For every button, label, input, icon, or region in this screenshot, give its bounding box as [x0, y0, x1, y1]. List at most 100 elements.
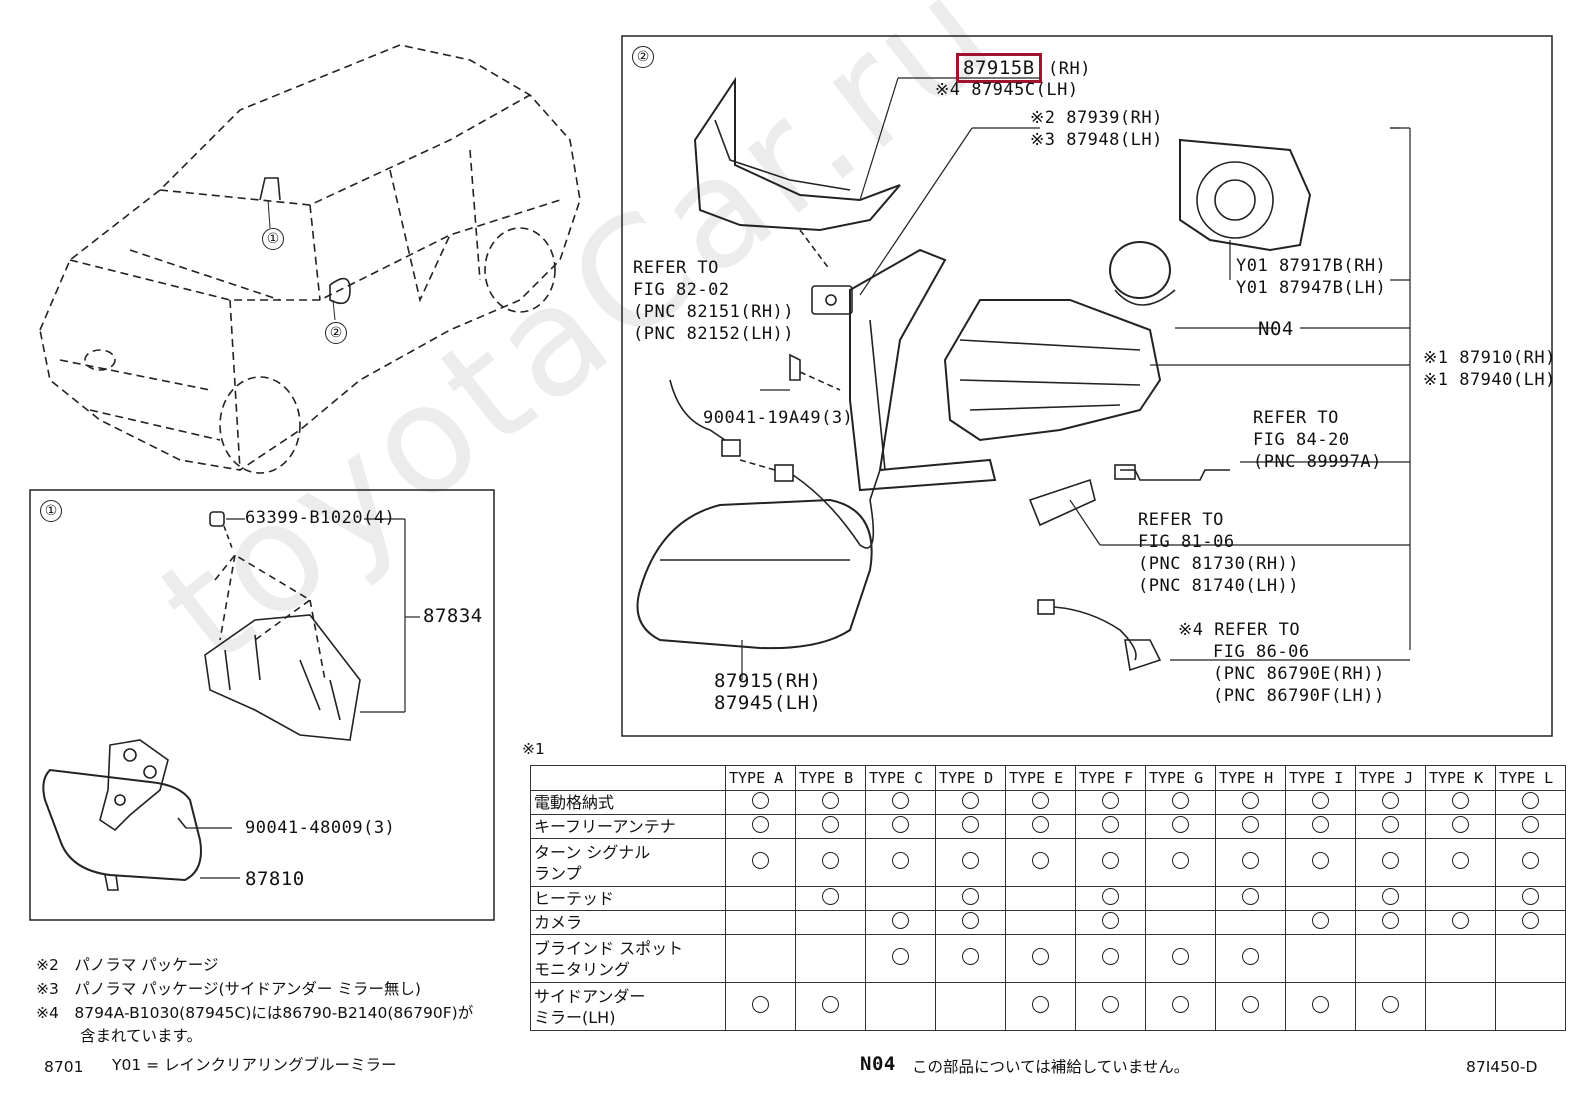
label-87810: 87810 [245, 868, 305, 890]
figure-number: 8701 [44, 1058, 84, 1076]
availability-cell [1495, 886, 1566, 911]
availability-cell [865, 886, 936, 911]
availability-cell [1495, 814, 1566, 839]
available-circle-icon [962, 888, 979, 905]
label-63399-b1020: 63399-B1020(4) [245, 508, 396, 528]
note-4-line2: 含まれています。 [80, 1027, 202, 1045]
availability-cell [725, 886, 796, 911]
availability-cell [725, 814, 796, 839]
available-circle-icon [1452, 792, 1469, 809]
available-circle-icon [1172, 852, 1189, 869]
availability-cell [1145, 814, 1216, 839]
feature-label: ブラインド スポット モニタリング [530, 934, 726, 983]
table-row: カメラ [530, 910, 1566, 935]
label-87915b-highlighted[interactable]: 87915B [956, 53, 1042, 83]
availability-cell [1005, 838, 1076, 887]
refer-82-line3: (PNC 82151(RH)) [633, 302, 795, 322]
availability-cell [1285, 814, 1356, 839]
availability-cell [1285, 934, 1356, 983]
column-type-b: TYPE B [795, 765, 866, 791]
availability-cell [935, 886, 1006, 911]
availability-cell [795, 934, 866, 983]
availability-cell [725, 982, 796, 1031]
availability-cell [795, 910, 866, 935]
available-circle-icon [1032, 996, 1049, 1013]
availability-cell [1495, 790, 1566, 815]
feature-label: 電動格納式 [530, 790, 726, 815]
available-circle-icon [962, 852, 979, 869]
availability-cell [795, 790, 866, 815]
available-circle-icon [1522, 912, 1539, 929]
label-87910: ※1 87910(RH) [1423, 348, 1556, 368]
availability-cell [865, 814, 936, 839]
availability-cell [1425, 886, 1496, 911]
availability-cell [1425, 814, 1496, 839]
column-type-j: TYPE J [1355, 765, 1426, 791]
availability-cell [725, 790, 796, 815]
available-circle-icon [752, 996, 769, 1013]
available-circle-icon [1172, 996, 1189, 1013]
label-87915-rh: 87915(RH) [714, 670, 822, 692]
availability-cell [1355, 982, 1426, 1031]
available-circle-icon [822, 792, 839, 809]
availability-cell [1075, 790, 1146, 815]
label-y01-87947b: Y01 87947B(LH) [1236, 278, 1387, 298]
availability-cell [795, 982, 866, 1031]
feature-label: キーフリーアンテナ [530, 814, 726, 839]
availability-cell [1495, 910, 1566, 935]
availability-cell [1355, 934, 1426, 983]
refer-82-line2: FIG 82-02 [633, 280, 730, 300]
availability-cell [935, 982, 1006, 1031]
availability-cell [1355, 790, 1426, 815]
available-circle-icon [1102, 996, 1119, 1013]
available-circle-icon [1382, 852, 1399, 869]
label-87834: 87834 [423, 605, 483, 627]
column-type-g: TYPE G [1145, 765, 1216, 791]
available-circle-icon [1172, 948, 1189, 965]
availability-cell [1285, 886, 1356, 911]
note-4-line1: ※4 8794A-B1030(87945C)には86790-B2140(8679… [36, 1004, 474, 1022]
refer-84-line2: FIG 84-20 [1253, 430, 1350, 450]
feature-label: サイドアンダー ミラー(LH) [530, 982, 726, 1031]
availability-cell [1355, 814, 1426, 839]
refer-81-line1: REFER TO [1138, 510, 1224, 530]
available-circle-icon [1242, 852, 1259, 869]
availability-cell [1145, 910, 1216, 935]
column-type-f: TYPE F [1075, 765, 1146, 791]
refer-86-line3: (PNC 86790E(RH)) [1213, 664, 1385, 684]
available-circle-icon [892, 792, 909, 809]
availability-cell [935, 910, 1006, 935]
availability-cell [1215, 934, 1286, 983]
label-87948: ※3 87948(LH) [1030, 130, 1163, 150]
available-circle-icon [1102, 852, 1119, 869]
availability-cell [935, 838, 1006, 887]
availability-cell [1075, 982, 1146, 1031]
panel2-callout: ② [632, 46, 654, 68]
availability-cell [1355, 910, 1426, 935]
availability-cell [1285, 838, 1356, 887]
available-circle-icon [1522, 852, 1539, 869]
label-n04: N04 [1258, 318, 1294, 340]
available-circle-icon [822, 852, 839, 869]
table-header-row: TYPE A TYPE B TYPE C TYPE D TYPE E TYPE … [530, 765, 1566, 791]
availability-cell [725, 838, 796, 887]
refer-81-line3: (PNC 81730(RH)) [1138, 554, 1300, 574]
available-circle-icon [1382, 996, 1399, 1013]
available-circle-icon [1312, 912, 1329, 929]
available-circle-icon [1032, 948, 1049, 965]
label-87939: ※2 87939(RH) [1030, 108, 1163, 128]
availability-cell [1145, 838, 1216, 887]
label-90041-48009: 90041-48009(3) [245, 818, 396, 838]
label-87940: ※1 87940(LH) [1423, 370, 1556, 390]
outer-mirror-drawing [636, 76, 1312, 672]
note-3: ※3 パノラマ パッケージ(サイドアンダー ミラー無し) [36, 980, 421, 998]
availability-cell [1005, 790, 1076, 815]
refer-81-line4: (PNC 81740(LH)) [1138, 576, 1300, 596]
availability-cell [865, 982, 936, 1031]
available-circle-icon [822, 816, 839, 833]
n04-legend-text: この部品については補給していません。 [912, 1058, 1190, 1076]
available-circle-icon [1242, 948, 1259, 965]
refer-84-line3: (PNC 89997A) [1253, 452, 1382, 472]
note-2: ※2 パノラマ パッケージ [36, 956, 219, 974]
availability-cell [725, 934, 796, 983]
